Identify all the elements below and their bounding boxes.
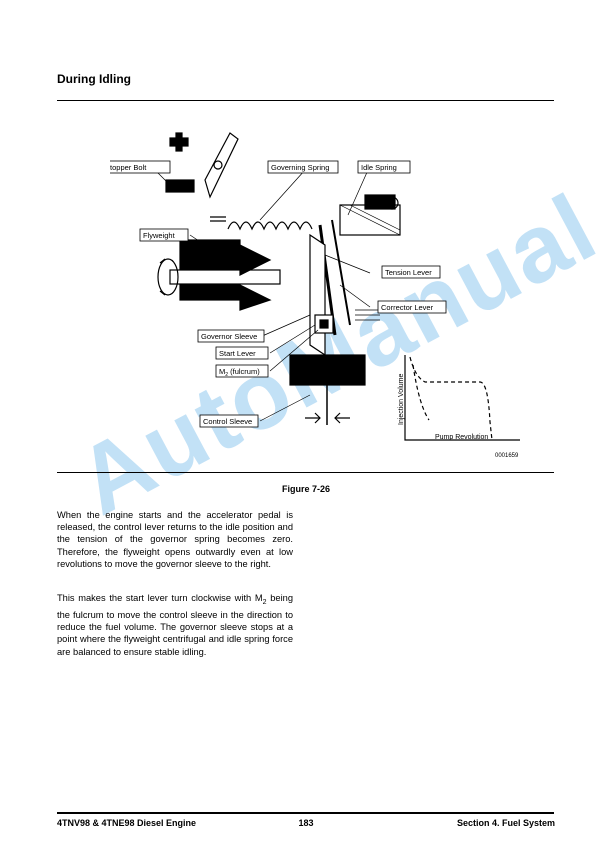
label-control-sleeve: Control Sleeve — [203, 417, 252, 426]
heading-rule — [57, 100, 554, 101]
paragraph-idling-2: This makes the start lever turn clockwis… — [57, 593, 293, 657]
figure-rule — [57, 472, 554, 473]
figure-caption: Figure 7-26 — [281, 484, 330, 494]
label-governor-sleeve: Governor Sleeve — [201, 332, 257, 341]
label-injection-volume: Injection Volume — [398, 374, 405, 425]
section-heading: During Idling — [57, 72, 131, 86]
figure-code: 0001659 — [495, 453, 519, 459]
footer-page-number: 183 — [298, 818, 314, 828]
label-idling-stopper-bolt: Idling Stopper Bolt — [110, 163, 147, 172]
label-m2-fulcrum: M2 (fulcrum) — [219, 367, 260, 378]
footer-section: Section 4. Fuel System — [456, 818, 555, 828]
label-governing-spring: Governing Spring — [271, 163, 329, 172]
paragraph-idling-1: When the engine starts and the accelerat… — [57, 510, 293, 569]
governor-diagram: Idling Stopper Bolt Governing Spring Idl… — [110, 132, 520, 459]
footer-rule — [57, 812, 554, 814]
label-corrector-lever: Corrector Lever — [381, 303, 434, 312]
label-idle-spring: Idle Spring — [361, 163, 397, 172]
footer-manual-title: 4TNV98 & 4TNE98 Diesel Engine — [57, 818, 197, 828]
label-pump-revolution: Pump Revolution — [435, 434, 488, 441]
label-flyweight: Flyweight — [143, 231, 176, 240]
label-start-lever: Start Lever — [219, 349, 256, 358]
label-tension-lever: Tension Lever — [385, 268, 432, 277]
